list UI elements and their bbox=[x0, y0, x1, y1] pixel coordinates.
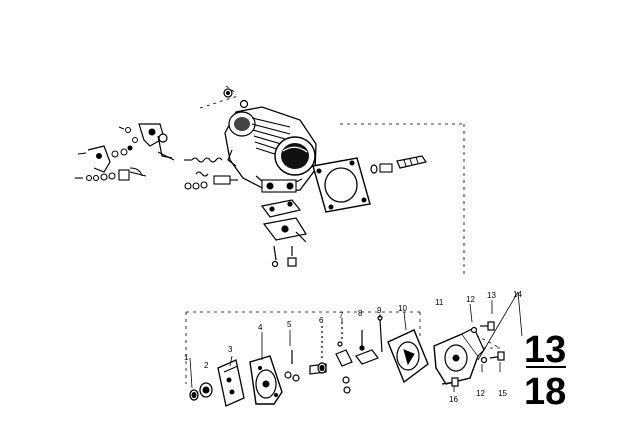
part-10-contact-disc bbox=[387, 329, 429, 384]
callout-16: 16 bbox=[449, 395, 458, 404]
lower-assembly-frame bbox=[185, 311, 501, 384]
part-11-cover bbox=[433, 327, 485, 385]
part-7-contact bbox=[335, 322, 353, 394]
callout-5: 5 bbox=[287, 320, 292, 329]
leader-lines bbox=[189, 291, 523, 392]
callout-6: 6 bbox=[319, 316, 324, 325]
callout-2: 2 bbox=[204, 361, 209, 370]
callout-12-lower: 12 bbox=[476, 389, 485, 398]
callout-8: 8 bbox=[358, 309, 363, 318]
top-nuts bbox=[223, 88, 249, 109]
throttle-housing bbox=[224, 106, 317, 193]
callout-13: 13 bbox=[487, 291, 496, 300]
callout-1: 1 bbox=[184, 353, 189, 362]
callout-11: 11 bbox=[435, 298, 444, 307]
part-8-9-pin-and-lever bbox=[355, 315, 383, 365]
part-6-bolt bbox=[309, 326, 327, 375]
throttle-plate-set bbox=[260, 199, 307, 268]
group-number: 13 bbox=[524, 329, 566, 371]
part-2-bushing bbox=[199, 382, 213, 398]
linkage-lever-assembly bbox=[75, 123, 175, 182]
callout-14: 14 bbox=[513, 290, 522, 299]
callout-15: 15 bbox=[498, 389, 507, 398]
part-4-switch-body bbox=[249, 355, 283, 405]
part-1-washer bbox=[189, 389, 199, 401]
callout-9: 9 bbox=[377, 306, 382, 315]
callout-10: 10 bbox=[398, 304, 407, 313]
callout-7: 7 bbox=[339, 311, 344, 320]
callout-3: 3 bbox=[228, 345, 233, 354]
flange-gasket bbox=[312, 157, 371, 213]
sub-number: 18 bbox=[524, 371, 566, 413]
part-5-spring-washers bbox=[284, 350, 300, 382]
callout-12-upper: 12 bbox=[466, 295, 475, 304]
upper-assembly-frame bbox=[199, 85, 465, 278]
part-12-15-screws bbox=[441, 321, 505, 387]
callout-4: 4 bbox=[258, 323, 263, 332]
return-springs bbox=[184, 157, 238, 190]
idle-screw-set bbox=[370, 155, 427, 174]
part-3-gasket bbox=[217, 359, 245, 407]
